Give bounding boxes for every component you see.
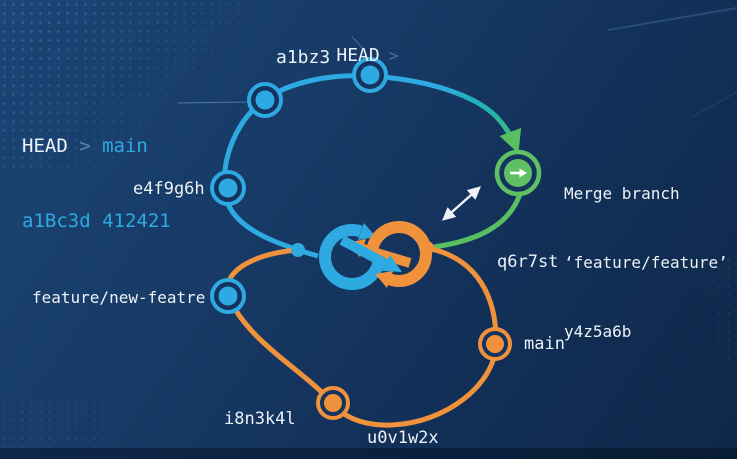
feature-branch-curve [225,245,499,428]
head-label-connector [351,36,368,59]
head-commit-node [352,57,388,93]
head-main-label-connector [177,101,249,104]
head-main-commit-node [247,82,283,118]
merge-branch-curve [433,193,523,250]
head-main-label: HEAD > main a1Bc3d 412421 [22,84,171,284]
decor-line-top-right [607,7,737,31]
u0v1w2x-label: u0v1w2x [367,428,439,448]
feature-branch-commit-node [210,278,246,314]
logo-blue-cross-arrow [339,235,391,270]
feature-branch-label: feature/new-featre [32,288,206,307]
head-commit-label: a1bz3 [276,47,331,68]
e4f9g6h-commit-node [210,170,246,206]
bidirectional-arrow-icon [442,186,481,221]
blue-junction-dot [291,243,305,257]
q6r7st-label: q6r7st [497,252,559,272]
merge-commit-label: Merge branch ‘feature/feature’ y4z5a6b [564,136,728,389]
head-top-text: HEAD [336,45,380,66]
git-merge-logo-icon [319,221,432,290]
merge-label-line2: ‘feature/feature’ [564,253,728,272]
i8n3k4l-label: i8n3k4l [224,409,296,429]
logo-blue-cross-arrowhead [382,255,402,272]
main-branch-curve [221,73,522,259]
head-pointer-icon: > [388,46,399,65]
e4f9g6h-label: e4f9g6h [133,179,205,199]
merge-label-line1: Merge branch [564,184,680,203]
logo-orange-loop-arrowhead [375,271,393,288]
merge-label-line3: y4z5a6b [564,322,632,341]
head-main-commit-label: a1Bc3d 412421 [22,210,171,232]
main-commit-node [478,327,512,361]
main-branch-label: main [524,334,565,354]
head-top-label: HEAD > [293,24,398,87]
decor-line-right [689,91,737,119]
arrow-right-icon [510,168,527,178]
head-main-line1: HEAD > main [22,135,148,157]
i8n3k4l-commit-node [316,386,350,420]
merge-commit-node [494,149,542,197]
